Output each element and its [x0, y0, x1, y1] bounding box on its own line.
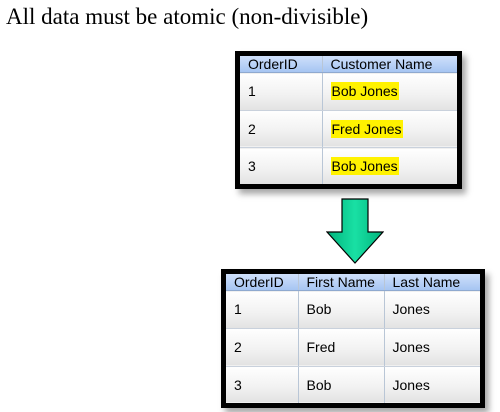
split-name-table-grid: OrderID First Name Last Name 1 Bob Jones… [226, 274, 480, 403]
last-name-cell: Jones [384, 290, 480, 329]
orderid-cell: 3 [226, 366, 299, 403]
table-row: 1 Bob Jones [240, 72, 457, 111]
down-arrow-icon [326, 198, 384, 264]
customer-name-table: OrderID Customer Name 1 Bob Jones 2 Fred… [235, 51, 462, 189]
customer-name-cell: Bob Jones [322, 72, 457, 111]
first-name-cell: Bob [298, 290, 385, 329]
customer-name-cell: Bob Jones [322, 147, 457, 184]
orderid-cell: 3 [240, 147, 323, 184]
orderid-cell: 2 [226, 328, 299, 367]
customer-name-table-grid: OrderID Customer Name 1 Bob Jones 2 Fred… [240, 56, 457, 184]
highlighted-customer-name: Bob Jones [330, 82, 399, 101]
table-row: 2 Fred Jones [240, 110, 457, 149]
column-header-orderid: OrderID [226, 274, 299, 291]
column-header-last-name: Last Name [384, 274, 480, 291]
orderid-cell: 1 [240, 72, 323, 111]
split-name-table: OrderID First Name Last Name 1 Bob Jones… [221, 269, 485, 408]
table-header-row: OrderID Customer Name [240, 56, 457, 73]
last-name-cell: Jones [384, 366, 480, 403]
highlighted-customer-name: Fred Jones [330, 119, 403, 138]
table-row: 3 Bob Jones [226, 366, 480, 403]
column-header-customer-name: Customer Name [322, 56, 457, 73]
down-arrow-shape [326, 198, 384, 264]
column-header-orderid: OrderID [240, 56, 323, 73]
highlighted-customer-name: Bob Jones [330, 157, 399, 176]
table-row: 3 Bob Jones [240, 147, 457, 184]
table-header-row: OrderID First Name Last Name [226, 274, 480, 291]
table-row: 2 Fred Jones [226, 328, 480, 367]
table-row: 1 Bob Jones [226, 290, 480, 329]
column-header-first-name: First Name [298, 274, 385, 291]
orderid-cell: 1 [226, 290, 299, 329]
orderid-cell: 2 [240, 110, 323, 149]
customer-name-cell: Fred Jones [322, 110, 457, 149]
first-name-cell: Bob [298, 366, 385, 403]
first-name-cell: Fred [298, 328, 385, 367]
slide-title: All data must be atomic (non-divisible) [6, 4, 369, 29]
last-name-cell: Jones [384, 328, 480, 367]
